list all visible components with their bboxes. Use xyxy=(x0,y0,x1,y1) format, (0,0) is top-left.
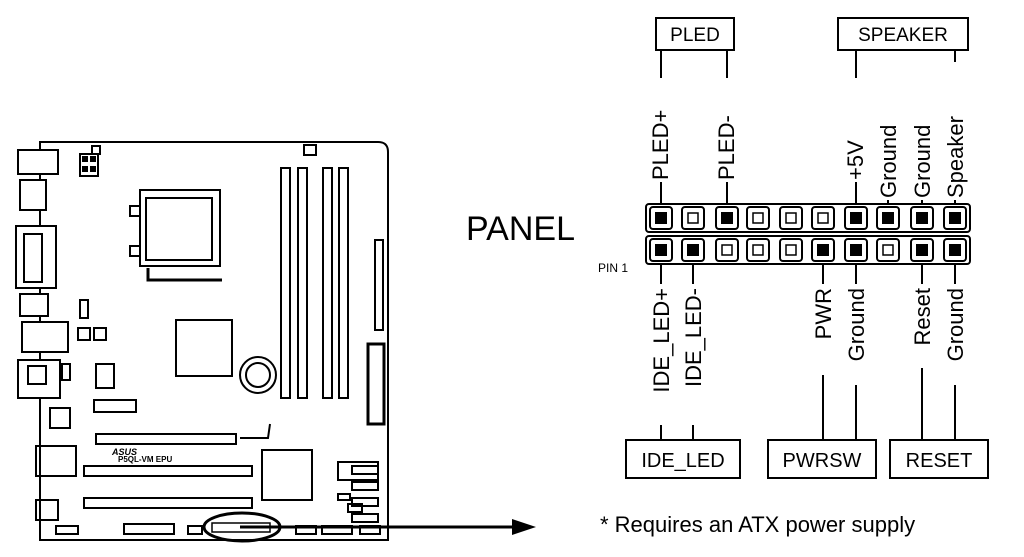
pin-label-speaker: Speaker xyxy=(943,116,968,198)
board-model: P5QL-VM EPU xyxy=(118,455,172,464)
top-pin-labels: PLED+ PLED- +5V Ground Ground Speaker xyxy=(648,110,968,198)
pin-label-pled-minus: PLED- xyxy=(714,115,739,180)
speaker-group-label: SPEAKER xyxy=(858,25,948,46)
top-pin-row xyxy=(649,206,967,230)
pwrsw-group-label: PWRSW xyxy=(783,450,862,472)
reset-group-box xyxy=(889,439,989,479)
pin-label-ground-4: Ground xyxy=(943,288,968,361)
panel-title: PANEL xyxy=(466,210,575,248)
pwrsw-group-box xyxy=(767,439,877,479)
ide-led-group-label: IDE_LED xyxy=(641,450,724,472)
pin-label-5v: +5V xyxy=(843,140,868,180)
pin-label-ground-3: Ground xyxy=(844,288,869,361)
pin-label-ide-led-plus: IDE_LED+ xyxy=(649,288,674,393)
bottom-pin-labels: IDE_LED+ IDE_LED- PWR Ground Reset Groun… xyxy=(649,288,968,393)
pin1-label: PIN 1 xyxy=(598,261,628,275)
motherboard-pin-dots xyxy=(82,156,96,172)
brand-logo: ASUS xyxy=(111,447,137,457)
pin-label-pled-plus: PLED+ xyxy=(648,110,673,180)
pin-label-ground-1: Ground xyxy=(876,125,901,198)
pin-label-ide-led-minus: IDE_LED- xyxy=(681,288,706,387)
footnote: * Requires an ATX power supply xyxy=(600,512,915,537)
pin-label-reset: Reset xyxy=(910,288,935,345)
pin-label-pwr: PWR xyxy=(811,288,836,339)
speaker-group-box xyxy=(837,17,969,51)
bottom-pin-row xyxy=(649,238,967,262)
pin-leader-lines xyxy=(660,48,956,442)
pin-label-ground-2: Ground xyxy=(910,125,935,198)
motherboard-outline xyxy=(15,141,389,543)
pled-group-box xyxy=(655,17,735,51)
pointer-arrow xyxy=(240,519,536,535)
ide-led-group-box xyxy=(625,439,741,479)
pled-group-label: PLED xyxy=(670,25,720,46)
reset-group-label: RESET xyxy=(906,450,973,472)
